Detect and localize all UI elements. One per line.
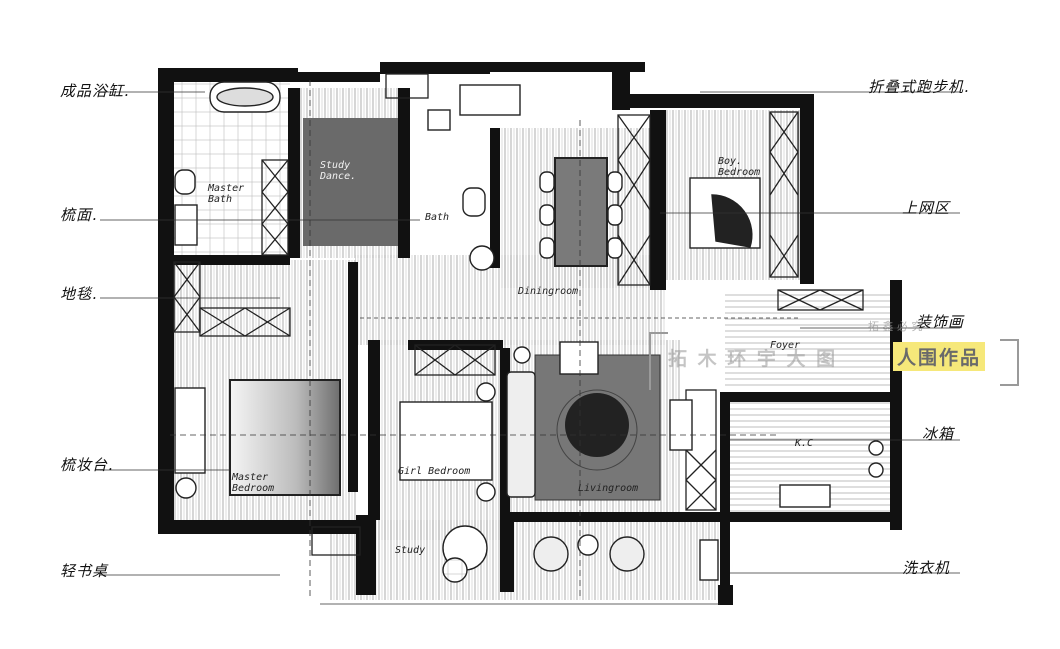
wall-bottom-living	[500, 512, 725, 522]
dining-chair-3	[539, 237, 555, 259]
study-dance-rug	[303, 118, 403, 246]
wall-girl-left	[368, 340, 380, 520]
rugs	[229, 118, 661, 501]
callout-fridge: 冰箱	[922, 425, 955, 443]
sideboard-living	[669, 399, 693, 451]
cabinet-masterbed-wardrobe	[173, 261, 291, 337]
balcony-floor	[330, 520, 720, 600]
callout-vanity-sink: 梳面.	[60, 206, 98, 224]
master-bed	[229, 379, 341, 496]
wall-top-boy	[628, 94, 808, 108]
stove-2	[868, 462, 884, 478]
cabinet-masterbath	[261, 159, 289, 256]
watermark-main: 拓 木 环 宇 大 图	[668, 348, 838, 370]
dining-chair-5	[607, 204, 623, 226]
wall-top-right	[612, 66, 630, 110]
corridor-floor	[355, 255, 665, 345]
room-label-living: Livingroom	[578, 483, 639, 494]
vanity-master	[174, 387, 206, 474]
wall-top-balcony	[455, 62, 645, 72]
dining-chair-2	[539, 204, 555, 226]
watermark-frame	[649, 332, 1019, 390]
wall-study-left	[288, 88, 300, 258]
armchair-1	[533, 536, 569, 572]
lamp-girl-1	[476, 382, 496, 402]
study-stool	[442, 557, 468, 583]
side-table	[577, 534, 599, 556]
cabinets	[173, 73, 864, 556]
sink-master	[174, 204, 198, 246]
wall-boy-left	[650, 110, 666, 290]
room-label-dining: Diningroom	[518, 286, 579, 297]
cabinet-girl-top	[414, 344, 496, 376]
dining-chair-4	[607, 171, 623, 193]
wall-divider	[500, 348, 510, 518]
wall-top-mid	[296, 72, 380, 82]
wall-kitchen-bottom	[722, 512, 902, 522]
washer	[699, 539, 719, 581]
sink-bath	[469, 245, 495, 271]
wall-left	[158, 72, 174, 532]
wall-right-boy	[800, 94, 814, 284]
wall-bath-right	[490, 128, 500, 268]
wall-bottom-far	[718, 585, 733, 605]
wall-masterbath-bottom	[174, 255, 290, 265]
callout-bathtub: 成品浴缸.	[60, 82, 130, 100]
dining-chair-6	[607, 237, 623, 259]
callout-internet-area: 上网区	[902, 199, 951, 217]
cabinet-balcony	[311, 73, 429, 556]
callout-dresser: 梳妆台.	[60, 456, 114, 474]
callout-decor-painting: 装饰画	[916, 313, 965, 331]
armchair-2	[609, 536, 645, 572]
foyer-floor	[725, 290, 895, 390]
wall-kitchen-top	[722, 392, 902, 402]
room-label-foyer: Foyer	[770, 340, 801, 351]
wall-bottom-right	[500, 512, 514, 592]
coffee-table	[565, 393, 629, 457]
watermark-small: 拓 鑫 必 究	[868, 320, 923, 333]
callout-washer: 洗衣机	[902, 559, 951, 577]
treadmill	[459, 84, 521, 116]
cabinet-dining	[617, 114, 651, 286]
dresser-bath	[427, 109, 451, 131]
girl-bed	[399, 401, 493, 481]
sofa	[506, 371, 536, 498]
watermark-highlight: 人围作品	[893, 342, 986, 371]
callout-treadmill: 折叠式跑步机.	[868, 78, 970, 96]
cabinet-foyer	[777, 289, 864, 311]
wall-bottom-left	[158, 520, 358, 534]
room-label-girl-bedroom: Girl Bedroom	[398, 466, 471, 477]
wall-masterbed-right	[348, 262, 358, 492]
stove-1	[868, 440, 884, 456]
furniture	[174, 81, 884, 583]
room-label-study: Study	[395, 545, 426, 556]
wall-bottom-mid	[356, 515, 376, 595]
stool-master	[175, 477, 197, 499]
toilet-bath	[462, 187, 486, 217]
wall-left-kitchen	[720, 392, 730, 592]
cabinet-boy-right	[769, 111, 799, 278]
toilet-master	[174, 169, 196, 195]
callout-desk: 轻书桌	[60, 562, 109, 580]
dining-chair-1	[539, 171, 555, 193]
boy-rug	[711, 194, 753, 248]
wall-study-right	[398, 88, 410, 258]
lamp-living	[513, 346, 531, 364]
room-label-bath: Bath	[425, 212, 450, 223]
dining-table	[554, 157, 608, 267]
construction-lines	[100, 80, 960, 605]
room-label-kitchen: K.C	[795, 438, 814, 449]
callout-carpet: 地毯.	[60, 285, 98, 303]
stair-grid	[559, 341, 599, 375]
room-label-boy-bedroom: Boy.Bedroom	[718, 156, 761, 178]
coffee-table-ring	[556, 389, 638, 471]
wall-top-left	[158, 68, 298, 82]
lamp-girl-2	[476, 482, 496, 502]
kitchen-counter	[779, 484, 831, 508]
